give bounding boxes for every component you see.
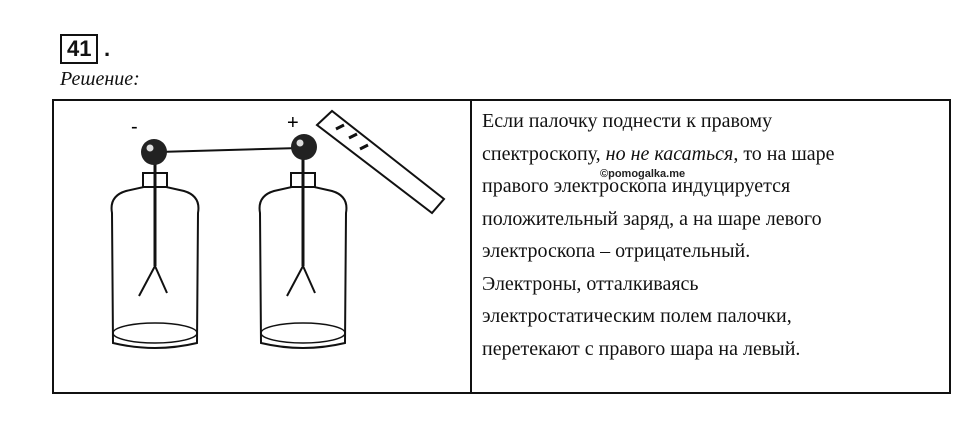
- watermark: ©pomogalka.me: [600, 168, 686, 180]
- problem-number: 41: [67, 36, 92, 61]
- emphasis-not-touch: но не касаться: [605, 142, 734, 165]
- text-line-4: положительный заряд, а на шаре левого: [482, 207, 822, 230]
- connecting-wire: [157, 147, 301, 153]
- stick-charges: [335, 123, 369, 151]
- explanation-text: Если палочку поднести к правому спектрос…: [482, 105, 942, 365]
- right-electroscope: [258, 134, 348, 349]
- right-ball: [291, 134, 317, 160]
- solution-table: - + Если п: [52, 99, 951, 394]
- right-leaves: [286, 265, 316, 297]
- left-ball: [141, 139, 167, 165]
- right-jar: [258, 176, 348, 349]
- text-line-8: перетекают с правого шара на левый.: [482, 337, 801, 360]
- left-jar-base: [112, 322, 198, 344]
- table-divider: [470, 101, 472, 392]
- charged-stick: [315, 109, 446, 215]
- text-line-2: спектроскопу, но не касаться, то на шаре: [482, 142, 835, 165]
- text-line-6: Электроны, отталкиваясь: [482, 272, 699, 295]
- text-line-1: Если палочку поднести к правому: [482, 110, 773, 132]
- text-line-5: электроскопа – отрицательный.: [482, 240, 751, 262]
- solution-label: Решение:: [60, 68, 140, 90]
- left-leaves: [138, 265, 168, 297]
- problem-number-dot: .: [104, 36, 111, 61]
- minus-sign: -: [131, 116, 138, 138]
- stick-body: [315, 109, 446, 215]
- left-electroscope: [110, 139, 200, 349]
- text-line-7: электростатическим полем палочки,: [482, 305, 792, 327]
- text-line-3: правого электроскопа индуцируется: [482, 175, 791, 197]
- plus-sign: +: [287, 112, 299, 134]
- problem-number-box: 41: [60, 34, 99, 64]
- electroscopes-figure: - +: [110, 109, 446, 349]
- right-jar-base: [260, 322, 346, 344]
- left-jar: [110, 176, 200, 349]
